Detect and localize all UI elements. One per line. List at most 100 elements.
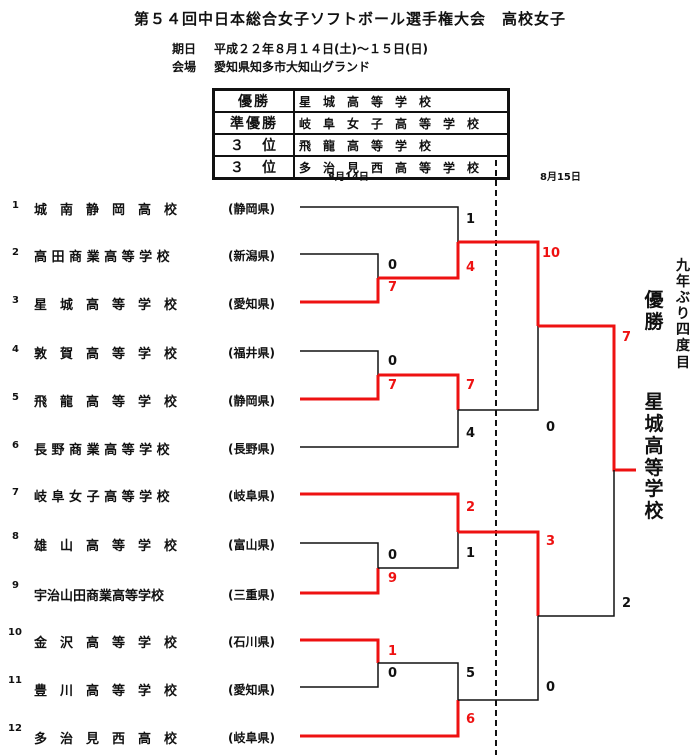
school-prefecture: (三重県) — [228, 588, 275, 602]
score: 5 — [466, 666, 476, 681]
result-place: 優勝 — [212, 88, 295, 113]
school-name: 金 沢 高 等 学 校 — [34, 636, 178, 651]
school-prefecture: (福井県) — [228, 346, 275, 360]
score: 0 — [388, 548, 398, 563]
result-school: 多 治 見 西 高 等 学 校 — [293, 155, 510, 180]
bracket-line — [300, 542, 379, 568]
score: 0 — [546, 680, 556, 695]
score: 1 — [466, 212, 476, 227]
score: 2 — [622, 596, 632, 611]
score: 1 — [466, 546, 476, 561]
bracket-line-winner — [538, 324, 636, 472]
seed-number: 6 — [12, 440, 19, 451]
bracket-line-winner — [300, 375, 380, 401]
result-place: 準優勝 — [212, 111, 295, 135]
school-prefecture: (石川県) — [228, 635, 275, 649]
bracket-line-winner — [378, 373, 460, 410]
school-name: 星 城 高 等 学 校 — [34, 298, 178, 313]
seed-number: 12 — [8, 723, 22, 734]
score: 0 — [388, 258, 398, 273]
bracket-line — [538, 470, 615, 617]
score-winner: 6 — [466, 712, 476, 727]
bracket-line-winner — [300, 568, 380, 595]
school-prefecture: (岐阜県) — [228, 489, 275, 503]
school-name: 宇治山田商業高等学校 — [34, 589, 165, 604]
bracket-line-winner — [458, 240, 540, 326]
venue-value: 愛知県知多市大知山グランド — [214, 60, 371, 74]
result-school: 飛 龍 高 等 学 校 — [293, 133, 510, 157]
school-name: 雄 山 高 等 学 校 — [34, 539, 178, 554]
bracket-line-winner — [300, 492, 460, 532]
school-prefecture: (長野県) — [228, 442, 275, 456]
bracket-line-winner — [378, 242, 460, 280]
score-winner: 7 — [388, 378, 398, 393]
school-prefecture: (愛知県) — [228, 683, 275, 697]
results-row: ３ 位 多 治 見 西 高 等 学 校 — [212, 155, 510, 180]
school-prefecture: (岐阜県) — [228, 731, 275, 745]
school-prefecture: (静岡県) — [228, 202, 275, 216]
score-winner: 7 — [466, 378, 476, 393]
seed-number: 8 — [12, 531, 19, 542]
school-name: 高 田 商 業 高 等 学 校 — [34, 250, 170, 265]
school-prefecture: (愛知県) — [228, 297, 275, 311]
school-name: 敦 賀 高 等 学 校 — [34, 347, 178, 362]
venue-label: 会場 — [172, 60, 197, 74]
results-row: 準優勝 岐 阜 女 子 高 等 学 校 — [212, 111, 510, 135]
bracket-line — [378, 662, 459, 700]
date-day1: 8月14日 — [328, 172, 369, 183]
seed-number: 4 — [12, 344, 19, 355]
seed-number: 3 — [12, 295, 19, 306]
bracket-line — [300, 253, 379, 278]
score-winner: 3 — [546, 534, 556, 549]
bracket-line-winner — [458, 530, 540, 616]
score-winner: 9 — [388, 571, 398, 586]
school-name: 長 野 商 業 高 等 学 校 — [34, 443, 170, 458]
bracket-line — [300, 206, 459, 242]
bracket-line — [378, 532, 459, 569]
bracket-line — [458, 326, 539, 411]
school-name: 豊 川 高 等 学 校 — [34, 684, 178, 699]
school-name: 城 南 静 岡 高 校 — [34, 203, 178, 218]
score-winner: 4 — [466, 260, 476, 275]
seed-number: 7 — [12, 487, 19, 498]
score: 0 — [546, 420, 556, 435]
bracket-line — [300, 410, 459, 448]
result-place: ３ 位 — [212, 155, 295, 180]
bracket-line — [458, 616, 539, 701]
champion-note: 九年ぶり四度目 — [676, 258, 690, 371]
school-prefecture: (静岡県) — [228, 394, 275, 408]
bracket-line-winner — [300, 278, 380, 304]
seed-number: 10 — [8, 627, 22, 638]
page-title: 第５４回中日本総合女子ソフトボール選手権大会 高校女子 — [133, 10, 566, 28]
champion-label: 優勝 — [644, 289, 664, 333]
result-place: ３ 位 — [212, 133, 295, 157]
score: 4 — [466, 426, 476, 441]
score-winner: 2 — [466, 500, 476, 515]
bracket-line-winner — [300, 700, 460, 738]
result-school: 岐 阜 女 子 高 等 学 校 — [293, 111, 510, 135]
results-table: 優勝 星 城 高 等 学 校 準優勝 岐 阜 女 子 高 等 学 校 ３ 位 飛… — [212, 88, 510, 180]
score-winner: 7 — [622, 330, 632, 345]
results-row: ３ 位 飛 龍 高 等 学 校 — [212, 133, 510, 157]
score: 0 — [388, 354, 398, 369]
bracket-line — [300, 663, 379, 688]
score-winner: 1 — [388, 644, 398, 659]
seed-number: 9 — [12, 580, 19, 591]
school-prefecture: (富山県) — [228, 538, 275, 552]
score: 0 — [388, 666, 398, 681]
seed-number: 11 — [8, 675, 22, 686]
seed-number: 5 — [12, 392, 19, 403]
bracket-line — [300, 350, 379, 375]
date-day2: 8月15日 — [540, 172, 581, 183]
bracket-line-winner — [300, 638, 380, 663]
school-prefecture: (新潟県) — [228, 249, 275, 263]
school-name: 岐 阜 女 子 高 等 学 校 — [34, 490, 170, 505]
date-value: 平成２２年８月１４日(土)～１５日(日) — [214, 42, 428, 56]
champion-school: 星城高等学校 — [644, 391, 664, 523]
school-name: 多 治 見 西 高 校 — [34, 732, 178, 747]
score-winner: 7 — [388, 280, 398, 295]
seed-number: 1 — [12, 200, 19, 211]
date-label: 期日 — [172, 42, 197, 56]
seed-number: 2 — [12, 247, 19, 258]
